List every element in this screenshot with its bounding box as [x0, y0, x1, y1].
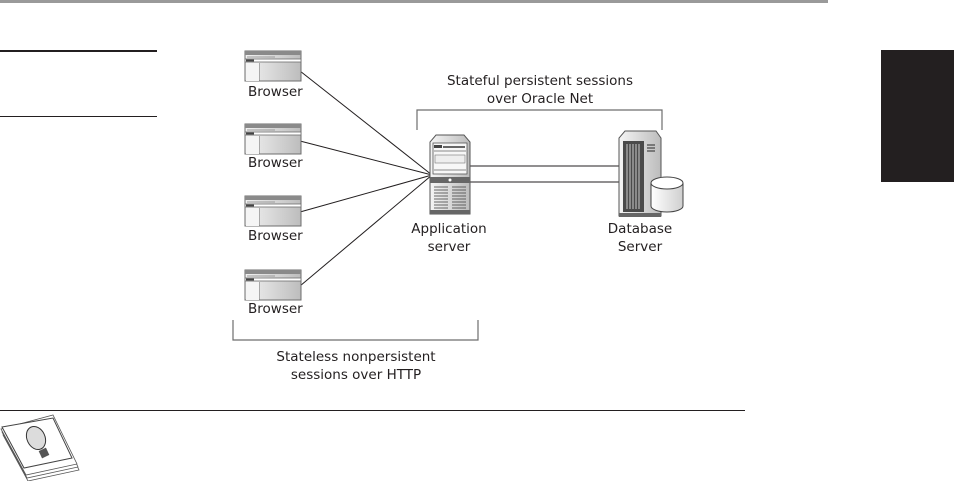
app-server-label-line2: server: [428, 239, 471, 255]
connection-browser-2: [299, 140, 433, 176]
browser-window-icon: [244, 195, 302, 227]
stateless-bracket: [232, 320, 479, 341]
stateless-caption-line2: sessions over HTTP: [291, 367, 421, 383]
stateful-caption-line1: Stateful persistent sessions: [447, 73, 633, 89]
browser-node-3: Browser: [244, 195, 303, 244]
stateful-caption-line2: over Oracle Net: [487, 91, 593, 107]
browser-label: Browser: [248, 84, 303, 100]
connection-browser-1: [299, 70, 433, 176]
browser-label: Browser: [248, 155, 303, 171]
stateless-caption-line1: Stateless nonpersistent: [276, 349, 435, 365]
connection-browser-4: [299, 174, 433, 287]
browser-label: Browser: [248, 301, 303, 317]
margin-rule-top: [0, 50, 157, 52]
browser-node-2: Browser: [244, 123, 303, 171]
browser-window-icon: [244, 50, 302, 82]
browser-node-1: Browser: [244, 50, 303, 100]
browser-window-icon: [244, 269, 302, 301]
db-server-label-line1: Database: [608, 221, 672, 237]
browser-node-4: Browser: [244, 269, 303, 317]
note-separator-rule: [0, 410, 745, 411]
page-header-rule: [0, 0, 828, 3]
lightbulb-note-icon: [0, 414, 80, 481]
db-server-label-line2: Server: [618, 239, 663, 255]
connection-browser-3: [299, 174, 433, 213]
http-connections: [299, 70, 433, 287]
chapter-thumb-tab: [881, 50, 954, 182]
stateful-bracket: [416, 109, 663, 130]
database-server-icon: [618, 130, 684, 217]
margin-rule-bottom: [0, 116, 157, 117]
browser-label: Browser: [248, 228, 303, 244]
application-server-icon: [429, 134, 471, 215]
app-server-label-line1: Application: [411, 221, 486, 237]
browser-window-icon: [244, 123, 302, 155]
